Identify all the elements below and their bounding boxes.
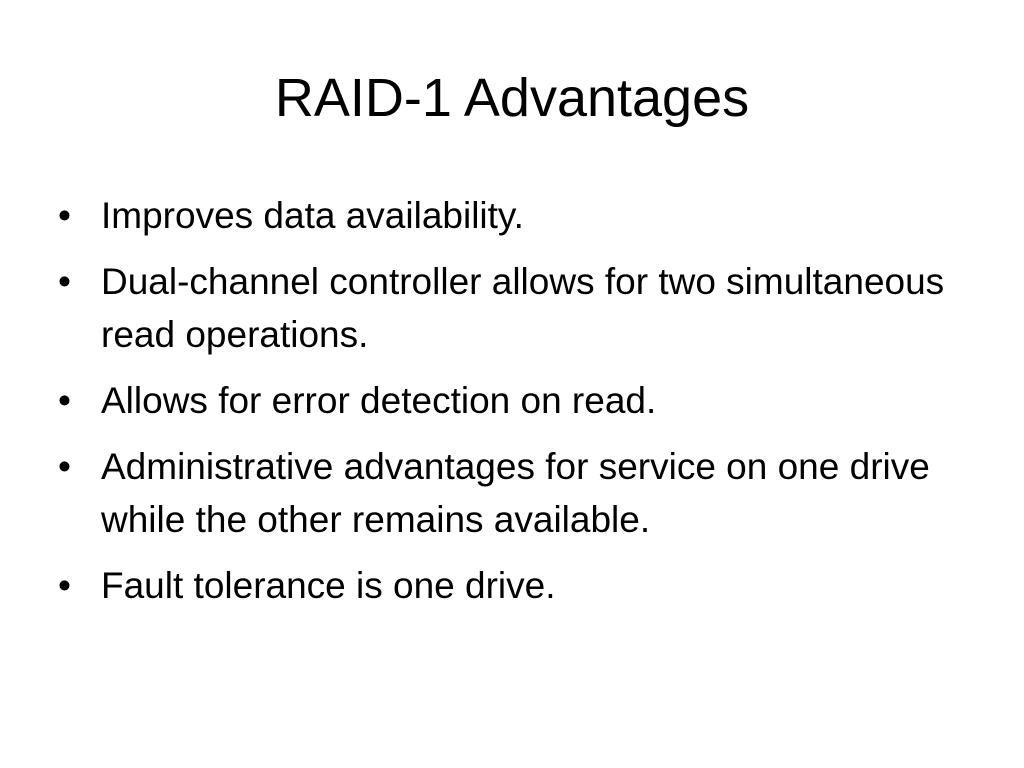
bullet-item: • Allows for error detection on read.: [58, 374, 958, 427]
bullet-icon: •: [58, 261, 71, 302]
bullet-icon: •: [58, 380, 71, 421]
bullet-text: Improves data availability.: [101, 195, 524, 236]
bullet-text: Administrative advantages for service on…: [101, 446, 930, 540]
bullet-item: • Administrative advantages for service …: [58, 440, 958, 546]
bullet-item: • Improves data availability.: [58, 189, 958, 242]
bullet-text: Allows for error detection on read.: [101, 380, 657, 421]
bullet-icon: •: [58, 195, 71, 236]
bullet-icon: •: [58, 565, 71, 606]
slide-title: RAID-1 Advantages: [274, 68, 750, 128]
bullet-item: • Dual-channel controller allows for two…: [58, 255, 958, 361]
bullet-icon: •: [58, 446, 71, 487]
bullet-list: • Improves data availability. • Dual-cha…: [58, 189, 958, 625]
bullet-text: Dual-channel controller allows for two s…: [101, 261, 945, 355]
bullet-text: Fault tolerance is one drive.: [101, 565, 556, 606]
bullet-item: • Fault tolerance is one drive.: [58, 559, 958, 612]
